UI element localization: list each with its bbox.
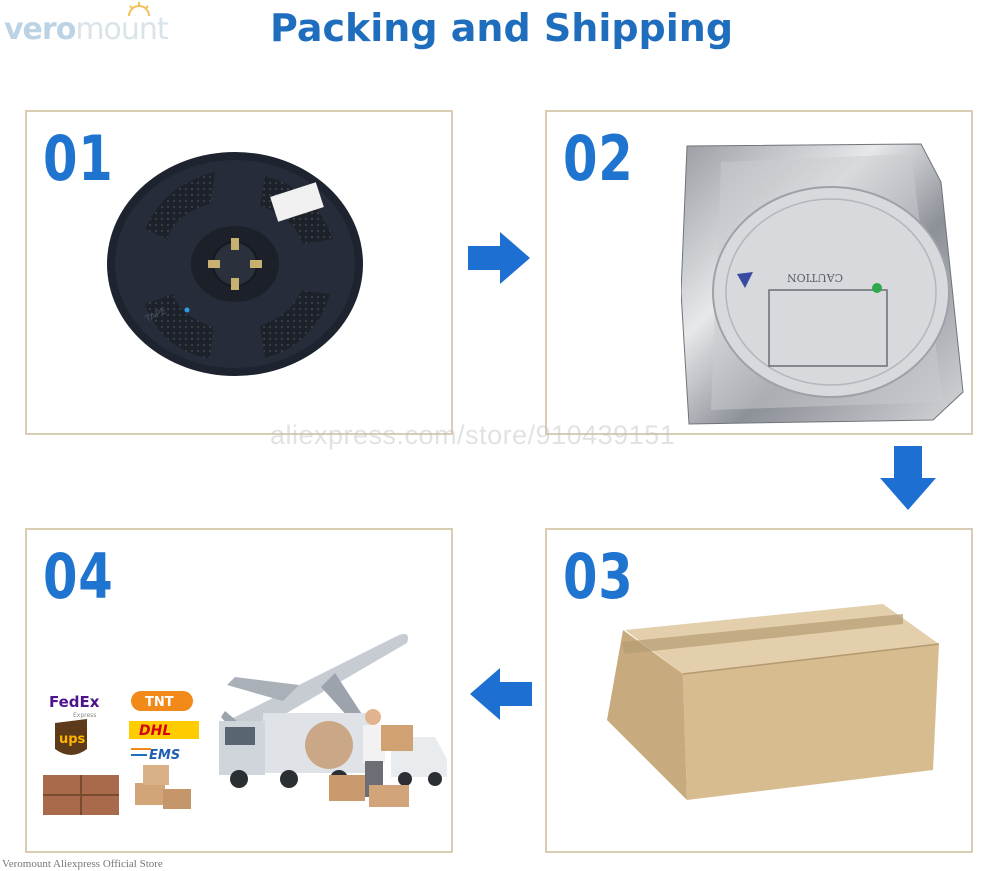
fedex-logo: FedEx — [49, 693, 100, 711]
store-footer-text: Veromount Aliexpress Official Store — [2, 858, 163, 870]
carton-box-illustration — [607, 604, 940, 800]
component-reel-illustration: TAPE — [107, 152, 363, 376]
arrow-left-icon — [470, 668, 532, 720]
step-panel-02: 02 CAUTION — [545, 110, 973, 435]
globe-icon — [305, 721, 353, 769]
dhl-logo: DHL — [129, 721, 199, 739]
stacked-boxes-icon — [135, 765, 409, 809]
step-number: 03 — [563, 540, 634, 613]
logo-text-mount: mount — [75, 12, 168, 47]
tnt-logo: TNT — [131, 691, 193, 711]
arrow-down-icon — [880, 446, 936, 510]
svg-text:TNT: TNT — [145, 695, 174, 710]
arrow-right-icon — [468, 232, 530, 284]
fedex-sub-label: Express — [73, 712, 96, 719]
step-panel-04: 04 — [25, 528, 453, 853]
step-number: 01 — [43, 122, 114, 195]
anti-static-bag-illustration: CAUTION — [681, 143, 964, 425]
ems-logo: EMS — [131, 745, 199, 763]
ups-logo: ups — [55, 719, 87, 755]
shipping-carriers-illustration: FedEx Express TNT ups DHL EMS — [43, 634, 447, 815]
sunrise-icon — [128, 2, 150, 16]
step-number: 02 — [563, 122, 634, 195]
caution-label: CAUTION — [787, 271, 843, 284]
page-title: Packing and Shipping — [270, 6, 734, 50]
step-panel-01: 01 TAPE — [25, 110, 453, 435]
veromount-logo: veromount — [4, 2, 169, 47]
svg-text:EMS: EMS — [149, 748, 180, 763]
svg-text:DHL: DHL — [139, 723, 171, 739]
logo-text-vero: vero — [4, 12, 76, 47]
step-panel-03: 03 — [545, 528, 973, 853]
svg-text:ups: ups — [59, 732, 86, 747]
step-number: 04 — [43, 540, 114, 613]
pallet-boxes-icon — [43, 775, 119, 815]
store-watermark: aliexpress.com/store/910439151 — [270, 420, 676, 450]
